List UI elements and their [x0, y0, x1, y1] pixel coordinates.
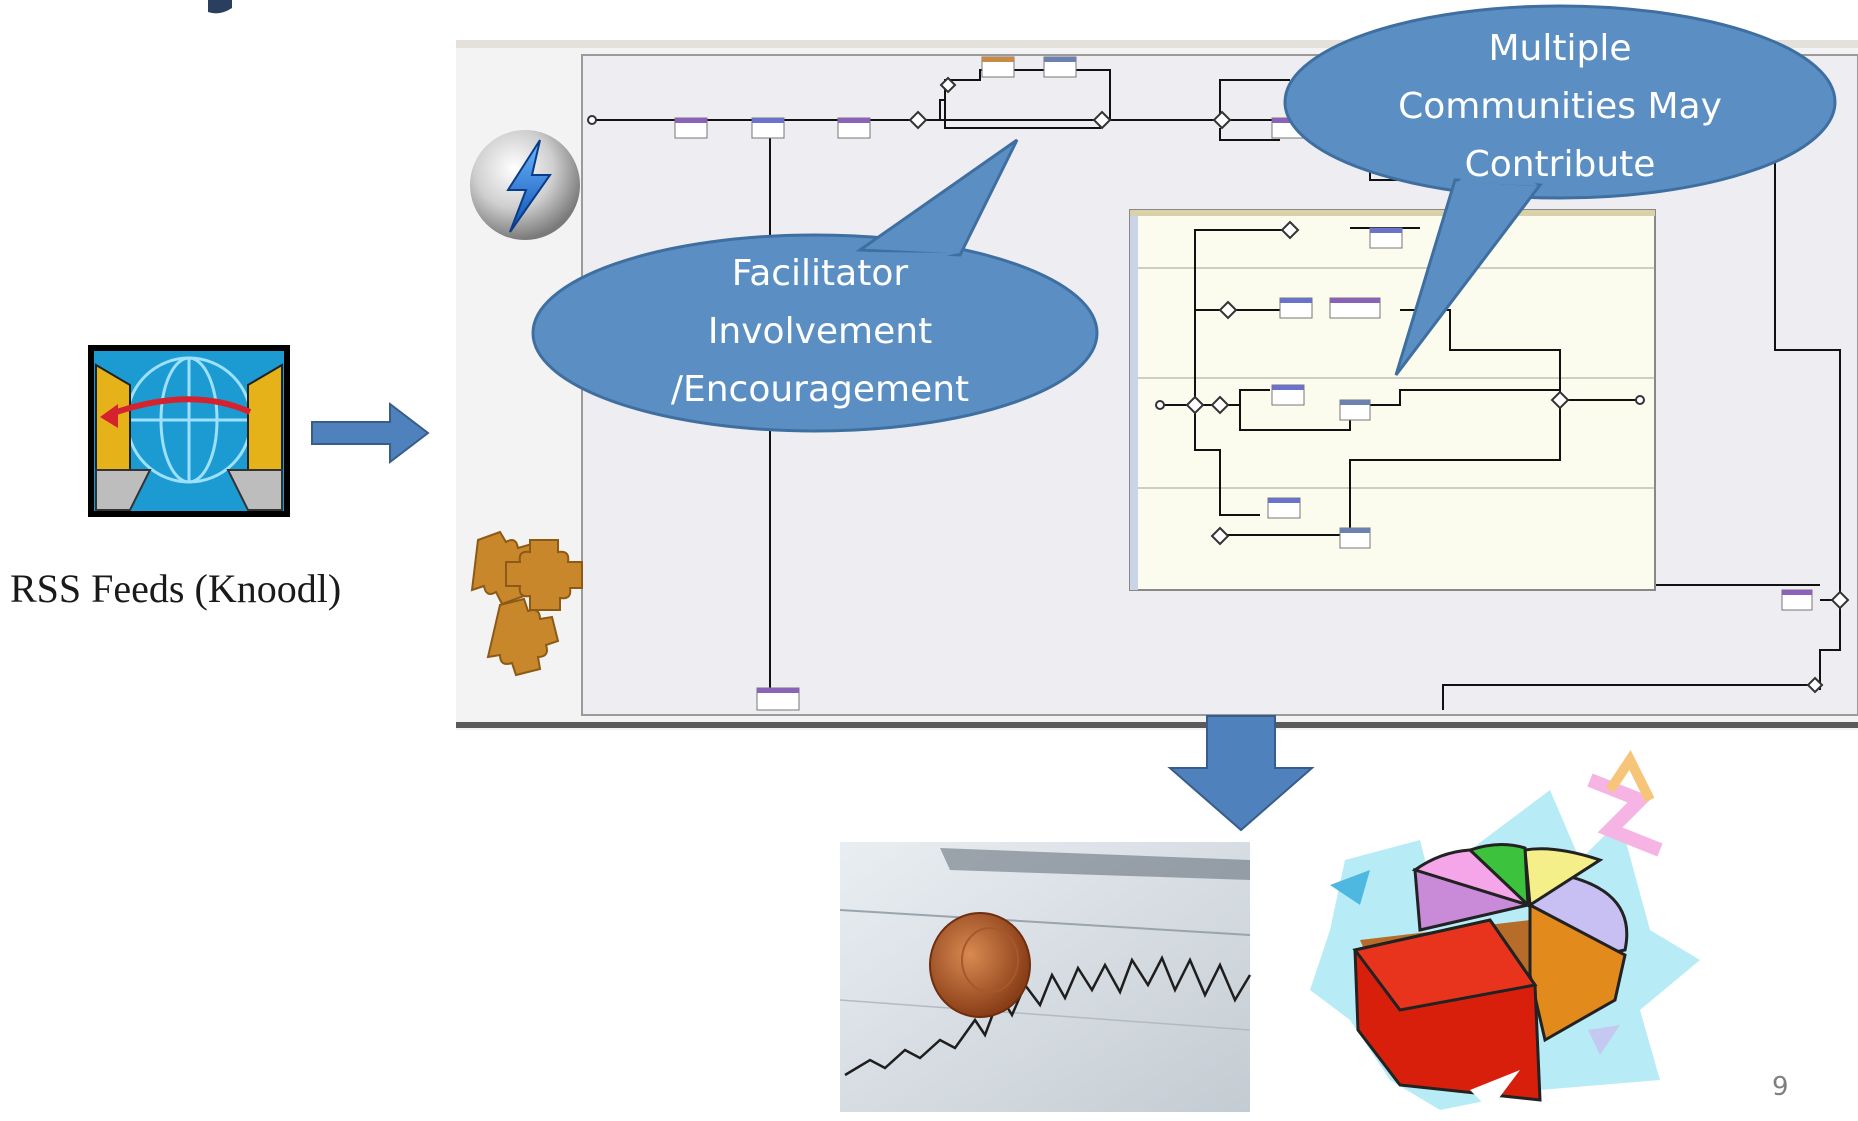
facilitator-bubble-text: Facilitator Involvement /Encouragement [610, 245, 1030, 419]
start-event-icon [587, 115, 597, 125]
communities-line-1: Multiple [1488, 28, 1632, 69]
pie-chart-clipart [1310, 750, 1700, 1110]
rss-feeds-label: RSS Feeds (Knoodl) [10, 566, 342, 611]
communities-line-2: Communities May [1398, 86, 1722, 127]
lightning-orb-icon [470, 130, 580, 240]
communities-line-3: Contribute [1464, 144, 1656, 185]
sub-process-window [1129, 209, 1656, 591]
facilitator-line-1: Facilitator [731, 253, 909, 294]
facilitator-line-3: /Encouragement [670, 369, 970, 410]
down-arrow [1167, 715, 1315, 832]
task-nodes [674, 56, 1813, 711]
gateway-nodes [908, 76, 1850, 694]
facilitator-line-2: Involvement [707, 311, 933, 352]
right-arrow [311, 401, 430, 465]
facilitator-bubble [531, 138, 1099, 433]
puzzle-pieces-icon [470, 530, 583, 677]
logo-fragment [208, 0, 232, 14]
communities-bubble [1283, 4, 1837, 376]
rss-network-icon [88, 345, 290, 517]
page-number: 9 [1772, 1072, 1789, 1102]
penny-chart-photo [839, 842, 1252, 1112]
communities-bubble-text: Multiple Communities May Contribute [1340, 20, 1780, 194]
